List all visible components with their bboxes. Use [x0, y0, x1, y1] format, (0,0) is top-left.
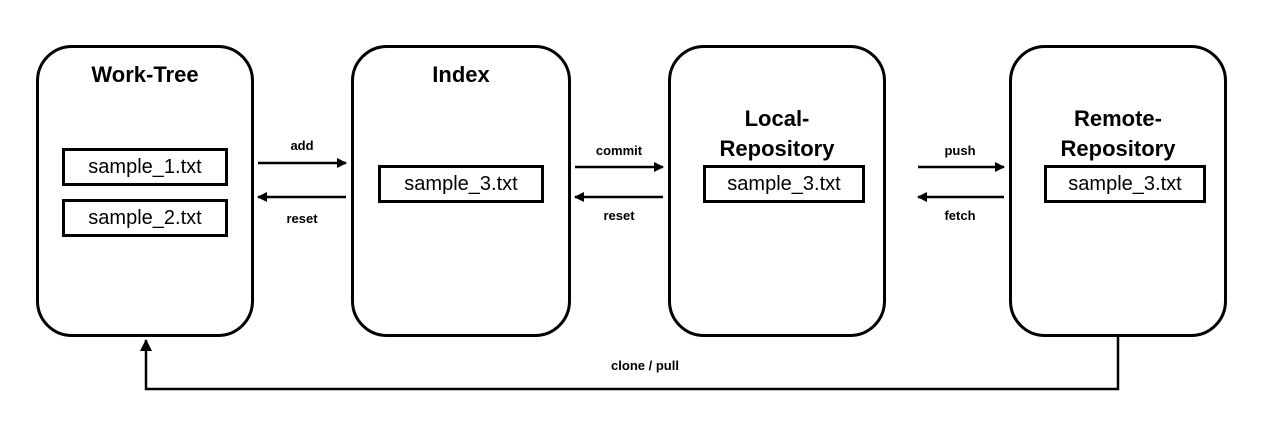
local-repository-title-line-2: Repository: [719, 136, 835, 161]
clone-pull-label: clone / pull: [611, 358, 679, 373]
remote-repository-title-line-1: Remote-: [1073, 106, 1162, 131]
index-file-sample-3: sample_3.txt: [378, 165, 544, 203]
reset-index-label: reset: [286, 211, 318, 226]
add-label: add: [290, 138, 314, 153]
file-sample-2: sample_2.txt: [62, 199, 228, 237]
file-sample-1: sample_1.txt: [62, 148, 228, 186]
reset-local-label: reset: [603, 208, 635, 223]
push-label: push: [944, 143, 976, 158]
local-file-sample-3: sample_3.txt: [703, 165, 865, 203]
local-repository-title-line-1: Local-: [744, 106, 810, 131]
remote-repository-title-line-2: Repository: [1060, 136, 1176, 161]
work-tree-title: Work-Tree: [91, 62, 199, 87]
clone-pull-arrow: [140, 336, 1120, 391]
commit-label: commit: [595, 143, 643, 158]
work-tree-box: Work-Tree: [36, 45, 254, 337]
remote-file-sample-3: sample_3.txt: [1044, 165, 1206, 203]
fetch-label: fetch: [944, 208, 976, 223]
index-title: Index: [432, 62, 490, 87]
